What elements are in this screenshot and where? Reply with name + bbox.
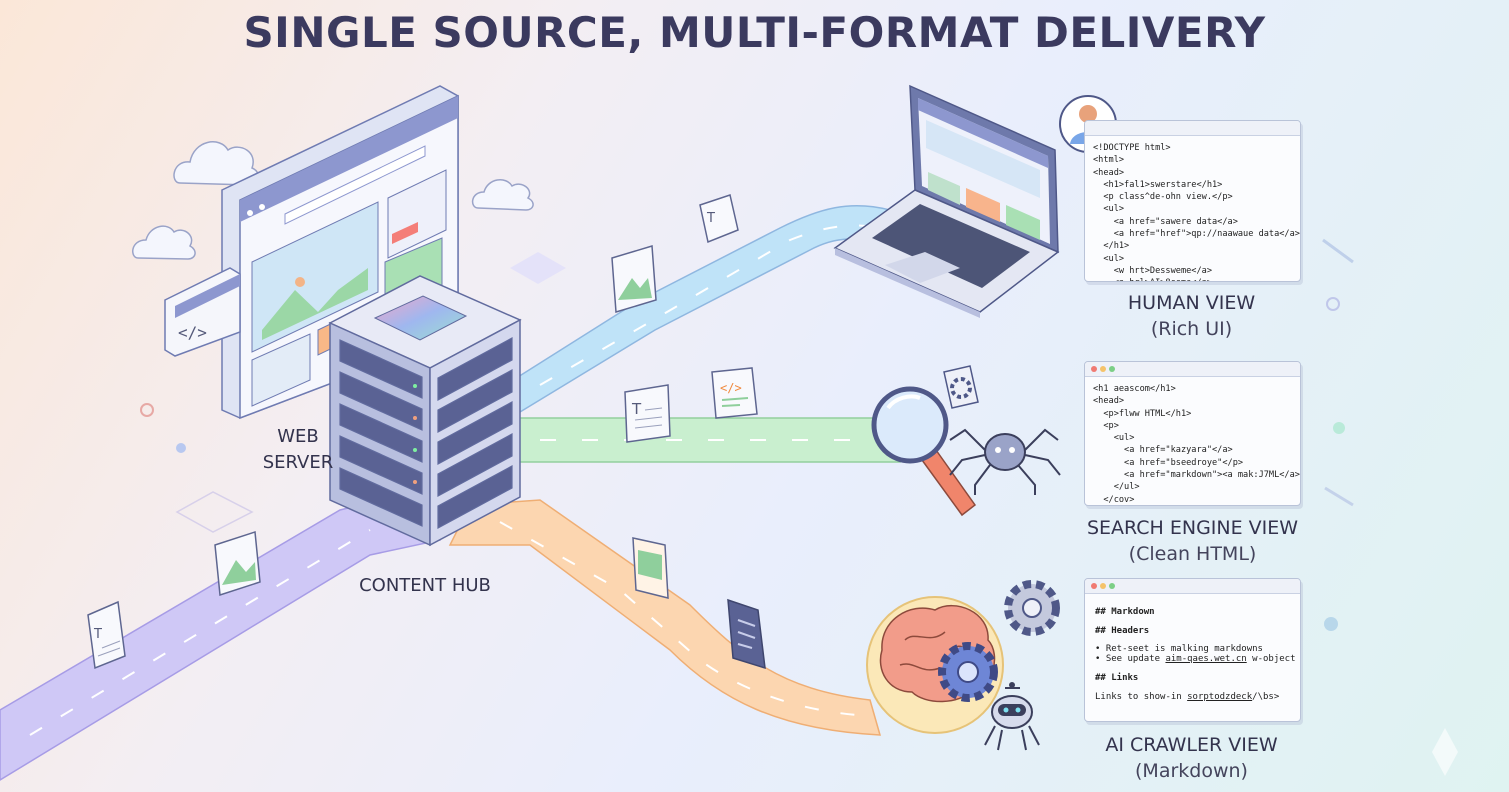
md-bullet-1: • Ret-seet is malking markdowns (1095, 644, 1263, 654)
search-code-line: <a href="markdown"><a mak:J7ML</a> (1093, 470, 1300, 481)
human-code-line: <ul> (1093, 253, 1125, 264)
decorations (140, 238, 1458, 776)
document-text-icon: T (624, 384, 671, 443)
diagram-title: SINGLE SOURCE, MULTI-FORMAT DELIVERY (243, 8, 1266, 57)
search-code-line: <p> (1093, 420, 1119, 431)
gear-icon (943, 365, 979, 409)
human-code-line: <ul> (1093, 204, 1125, 215)
image-file-icon (214, 530, 261, 597)
search-code-line: <a href="kazyara"</a> (1093, 445, 1233, 456)
svg-text:T: T (93, 627, 102, 642)
md-bullet-2-text: • See update (1095, 654, 1166, 664)
human-view-subtitle: (Rich UI) (1150, 318, 1233, 340)
search-code-line: <ul> (1093, 433, 1135, 444)
ai-crawler-view-subtitle: (Markdown) (1135, 760, 1248, 782)
ai-crawler-view-title: AI CRAWLER VIEW (1105, 734, 1278, 756)
lane-blue (509, 204, 901, 414)
search-code-line: </cov> (1093, 494, 1135, 505)
laptop-icon (833, 84, 1060, 318)
maximize-dot-icon (1109, 366, 1115, 372)
minimize-dot-icon (1100, 583, 1106, 589)
md-links-text: Links to show-in (1095, 692, 1188, 702)
human-code-line: <a href="href">qp://naawaue data</a> (1093, 229, 1300, 240)
ai-crawler-view-label: AI CRAWLER VIEW (Markdown) (1084, 732, 1299, 784)
robot-bot-icon (984, 682, 1040, 751)
human-view-title: HUMAN VIEW (1127, 292, 1256, 314)
search-engine-view-label: SEARCH ENGINE VIEW (Clean HTML) (1070, 515, 1315, 567)
human-code-line: <a hrl>AI>8eeme</a> (1093, 277, 1292, 281)
svg-text:T: T (706, 211, 715, 226)
lane-purple (0, 489, 442, 781)
code-file-icon: </> (711, 367, 758, 419)
search-code-line: <a href="bseedroye"</p> (1093, 457, 1244, 468)
search-code-line: <head> (1093, 396, 1125, 407)
web-server-label-line2: SERVER (262, 452, 334, 473)
panel-titlebar (1085, 121, 1300, 136)
server-rack-icon (328, 275, 522, 547)
lane-orange (448, 499, 882, 736)
image-file-icon (611, 245, 657, 313)
search-engine-view-title: SEARCH ENGINE VIEW (1086, 517, 1299, 539)
search-engine-code-panel: <h1 aeascom</h1> <head> <p>flww HTML</h1>… (1084, 361, 1301, 506)
human-view-label: HUMAN VIEW (Rich UI) (1084, 290, 1299, 342)
md-bullet-2: • See update aim-qaes.wet.cn w-object (1095, 654, 1296, 664)
svg-text:</>: </> (720, 381, 742, 395)
svg-text:T: T (631, 400, 642, 418)
human-view-code-panel: <!DOCTYPE html> <html><head> <h1>fal1>swe… (1084, 120, 1301, 282)
content-hub-label: CONTENT HUB (359, 575, 491, 596)
ai-crawler-markdown-panel: ## Markdown ## Headers • Ret-seet is mal… (1084, 578, 1301, 722)
magnifier-icon (871, 386, 977, 517)
ai-crawler-markdown: ## Markdown ## Headers • Ret-seet is mal… (1085, 594, 1300, 706)
search-code-line: </ul> (1093, 482, 1140, 493)
human-code-line: <html> (1093, 155, 1125, 166)
close-dot-icon (1091, 366, 1097, 372)
minimize-dot-icon (1100, 366, 1106, 372)
search-code-line: <h1 aeascom</h1> (1093, 384, 1176, 394)
code-file-icon (727, 598, 766, 670)
document-text-icon: T (699, 194, 739, 244)
search-engine-code: <h1 aeascom</h1> <head> <p>flww HTML</h1>… (1085, 377, 1300, 505)
md-heading-markdown: ## Markdown (1095, 607, 1155, 617)
md-bullet-2-suffix: w-object (1246, 654, 1296, 664)
md-links-link[interactable]: sorptodzdeck (1187, 692, 1253, 702)
maximize-dot-icon (1109, 583, 1115, 589)
gear-icon (1004, 580, 1060, 636)
md-links-suffix: /\bs> (1252, 692, 1280, 702)
human-code-line: <!DOCTYPE html> (1093, 143, 1171, 153)
gear-icon (938, 642, 998, 702)
human-code-line: </h1> (1093, 241, 1130, 252)
lane-green (504, 417, 901, 463)
human-view-code: <!DOCTYPE html> <html><head> <h1>fal1>swe… (1085, 136, 1300, 281)
md-heading-headers: ## Headers (1095, 626, 1150, 636)
document-text-icon: T (87, 600, 126, 670)
human-code-line: <p class^de-ohn view.</p> (1093, 192, 1233, 203)
panel-titlebar (1085, 579, 1300, 594)
human-code-line: <w hrt>Dessweme</a> (1093, 265, 1212, 276)
panel-titlebar (1085, 362, 1300, 377)
search-code-line: <p>flww HTML</h1> (1093, 408, 1192, 419)
search-engine-view-subtitle: (Clean HTML) (1128, 543, 1257, 565)
human-code-line: <h1>fal1>swerstare</h1> (1093, 179, 1223, 190)
md-heading-links: ## Links (1095, 673, 1139, 683)
human-code-line: <a href="sawere data</a> (1093, 216, 1238, 227)
svg-text:</>: </> (178, 323, 207, 342)
human-code-line: <head> (1093, 167, 1125, 178)
web-server-label: WEB SERVER (258, 424, 338, 476)
image-file-icon (632, 537, 669, 599)
md-links-line: Links to show-in sorptodzdeck/\bs> (1095, 692, 1290, 702)
close-dot-icon (1091, 583, 1097, 589)
md-bullet-2-link[interactable]: aim-qaes.wet.cn (1165, 654, 1247, 664)
web-server-label-line1: WEB (277, 426, 319, 447)
code-window-icon: </> (164, 267, 241, 357)
spider-bot-icon (949, 428, 1061, 495)
